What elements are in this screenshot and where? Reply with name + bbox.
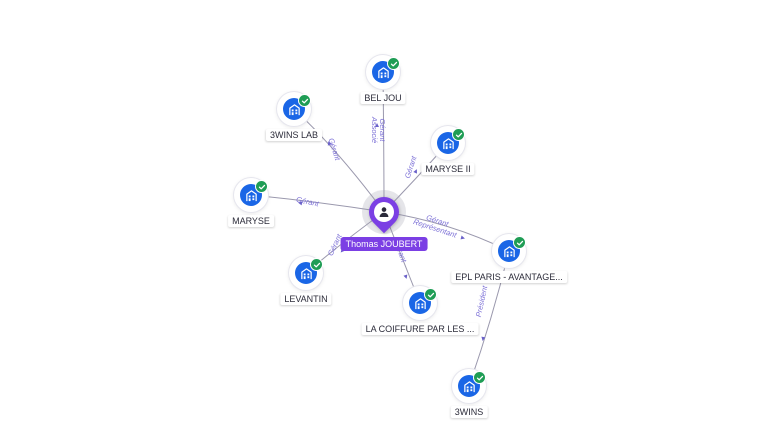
company-label-maryse[interactable]: MARYSE <box>228 215 274 227</box>
edge-arrow-person-epl <box>460 235 465 240</box>
edge-label-person-beljou: GérantAssocié <box>370 116 387 143</box>
user-icon <box>374 202 394 222</box>
edge-label-person-maryse: Gérant <box>295 195 320 209</box>
edge-label-person-3winslab: Gérant <box>327 137 343 162</box>
person-name-label[interactable]: Thomas JOUBERT <box>340 237 428 251</box>
company-label-epl[interactable]: EPL PARIS - AVANTAGE... <box>451 271 567 283</box>
edge-arrow-person-maryse2 <box>413 169 417 174</box>
company-label-3wins[interactable]: 3WINS <box>450 406 488 418</box>
company-label-3winslab[interactable]: 3WINS LAB <box>265 129 323 141</box>
edge-label-person-maryse2: Gérant <box>403 154 419 179</box>
check-badge-icon <box>424 288 437 301</box>
edge-label-epl-3wins: Président <box>474 284 490 318</box>
check-badge-icon <box>452 128 465 141</box>
company-node-epl[interactable]: EPL PARIS - AVANTAGE... <box>451 234 567 283</box>
edge-arrow-epl-3wins <box>481 336 486 341</box>
company-node-3wins[interactable]: 3WINS <box>450 369 488 418</box>
edge-arrow-person-3winslab <box>327 141 332 146</box>
company-label-beljou[interactable]: BEL JOU <box>360 92 406 104</box>
check-badge-icon <box>387 57 400 70</box>
edge-arrow-person-beljou <box>375 123 379 127</box>
company-node-coiffure[interactable]: LA COIFFURE PAR LES ... <box>361 286 479 335</box>
check-badge-icon <box>473 371 486 384</box>
check-badge-icon <box>255 180 268 193</box>
company-node-maryse[interactable]: MARYSE <box>228 178 274 227</box>
company-label-levantin[interactable]: LEVANTIN <box>280 293 332 305</box>
company-node-levantin[interactable]: LEVANTIN <box>280 256 332 305</box>
check-badge-icon <box>298 94 311 107</box>
edge-label-person-epl: GérantReprésentant <box>412 209 461 239</box>
person-node[interactable]: Thomas JOUBERT <box>340 190 428 251</box>
company-node-maryse2[interactable]: MARYSE II <box>421 126 475 175</box>
company-label-maryse2[interactable]: MARYSE II <box>421 163 475 175</box>
company-label-coiffure[interactable]: LA COIFFURE PAR LES ... <box>361 323 479 335</box>
company-node-beljou[interactable]: BEL JOU <box>360 55 406 104</box>
check-badge-icon <box>513 236 526 249</box>
edge-arrow-person-coiffure <box>403 274 408 279</box>
edge-arrow-person-maryse <box>298 201 303 206</box>
company-node-3winslab[interactable]: 3WINS LAB <box>265 92 323 141</box>
check-badge-icon <box>310 258 323 271</box>
